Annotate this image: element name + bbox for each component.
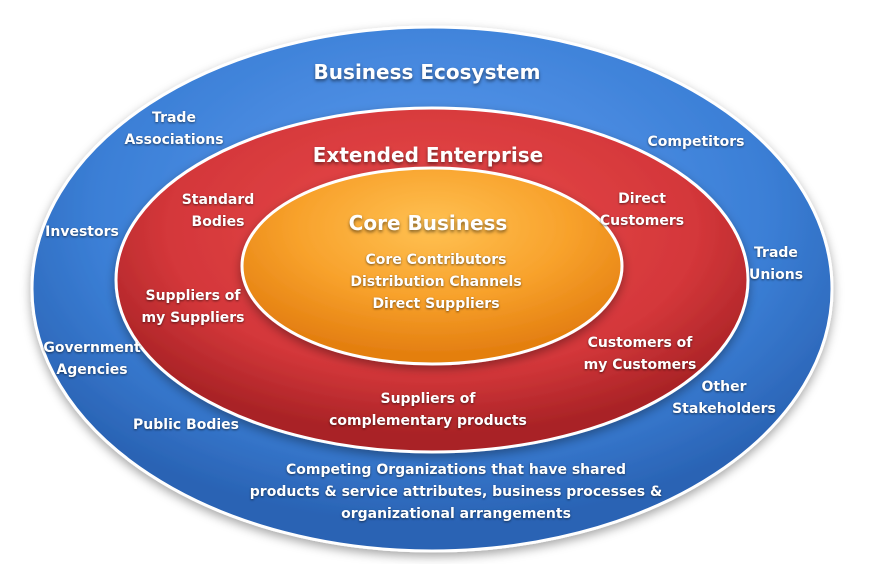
trade-associations-label: Trade Associations <box>124 110 224 148</box>
other-stakeholders-label: Other Stakeholders <box>672 379 776 417</box>
trade-unions-label: Trade Unions <box>748 245 804 283</box>
suppliers-of-suppliers-label: Suppliers of my Suppliers <box>141 288 245 326</box>
core-business-ellipse <box>240 166 624 366</box>
extended-enterprise-title: Extended Enterprise <box>312 143 544 167</box>
competing-organizations-label: Competing Organizations that have shared… <box>249 462 663 522</box>
government-agencies-label: Government Agencies <box>43 340 141 378</box>
core-business-items: Core Contributors Distribution Channels … <box>350 252 522 312</box>
customers-of-customers-label: Customers of my Customers <box>583 335 697 373</box>
public-bodies-label: Public Bodies <box>133 417 239 433</box>
direct-customers-label: Direct Customers <box>599 191 685 229</box>
standard-bodies-label: Standard Bodies <box>181 192 255 230</box>
investors-label: Investors <box>45 224 119 240</box>
competitors-label: Competitors <box>647 134 745 150</box>
core-business-title: Core Business <box>348 211 508 235</box>
suppliers-complementary-label: Suppliers of complementary products <box>329 391 527 429</box>
ecosystem-title: Business Ecosystem <box>313 60 541 84</box>
